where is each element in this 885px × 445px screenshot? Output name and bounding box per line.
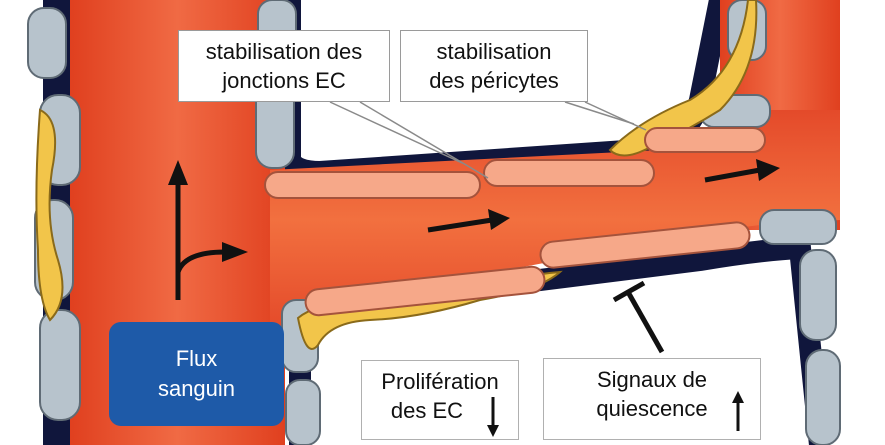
down-arrow-icon xyxy=(485,395,501,439)
junction-stabilisation-label: stabilisation des jonctions EC xyxy=(178,30,390,102)
pericyte-label-line1: stabilisation xyxy=(401,37,587,66)
blood-flow-box: Flux sanguin xyxy=(109,322,284,426)
quiescence-label-line2: quiescence xyxy=(544,394,760,423)
pericyte-stabilisation-label: stabilisation des péricytes xyxy=(400,30,588,102)
flow-label-line2: sanguin xyxy=(158,374,235,404)
pericyte-label-line2: des péricytes xyxy=(401,66,587,95)
junction-label-line2: jonctions EC xyxy=(179,66,389,95)
inhibition-icon xyxy=(614,283,662,352)
proliferation-label: Prolifération des EC xyxy=(361,360,519,440)
up-arrow-icon xyxy=(730,387,746,433)
junction-label-line1: stabilisation des xyxy=(179,37,389,66)
quiescence-signals-label: Signaux de quiescence xyxy=(543,358,761,440)
proliferation-label-line1: Prolifération xyxy=(362,367,518,396)
flow-label-line1: Flux xyxy=(176,344,218,374)
quiescence-label-line1: Signaux de xyxy=(544,365,760,394)
